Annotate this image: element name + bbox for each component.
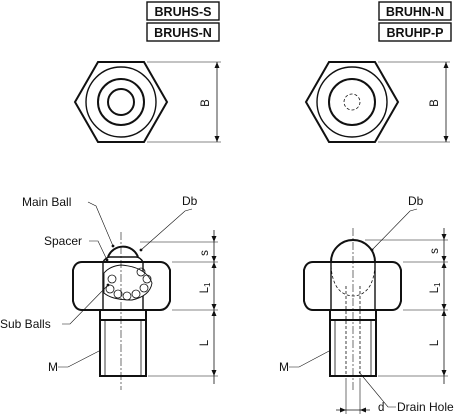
left-hex-body <box>72 261 171 311</box>
left-l-label: L <box>199 339 211 346</box>
right-drain-hole-hidden <box>343 93 361 111</box>
right-l-arrow-bottom <box>441 370 447 376</box>
right-arrow-310b <box>441 310 447 316</box>
right-l-label: L <box>429 339 441 346</box>
right-b-arrow-top <box>443 62 449 68</box>
code-box-bruhp-p <box>378 22 452 42</box>
code-box-bruhn-n <box>378 1 452 21</box>
thread-leader-right <box>289 349 332 368</box>
left-hex-outline <box>73 61 169 143</box>
left-l1-main: L <box>199 286 211 293</box>
spacer-leader-dot <box>105 258 109 262</box>
sub-ball <box>105 284 115 294</box>
left-b-arrow-bottom <box>214 136 220 142</box>
left-l1-label: L1 <box>199 282 212 293</box>
code-box-bruhs-n <box>146 22 220 42</box>
db-leader-dot <box>139 248 143 252</box>
right-d-arrow-l <box>340 407 346 413</box>
right-arrow-262b <box>441 262 447 268</box>
spacer-label: Spacer <box>44 234 82 248</box>
right-d-label: d <box>378 402 384 414</box>
left-sub-balls <box>105 267 152 301</box>
left-b-arrow-top <box>214 62 220 68</box>
code-bruhs-n: BRUHS-N <box>154 26 212 40</box>
left-hex-chamfer-circle <box>85 66 157 138</box>
left-arrow-262a <box>211 256 217 262</box>
right-b-arrow-bottom <box>443 136 449 142</box>
right-hex-body <box>303 261 402 311</box>
left-main-ball <box>107 245 139 258</box>
db-leader-right <box>371 208 418 251</box>
right-hex-chamfer-circle <box>316 66 388 138</box>
left-arrow-310b <box>211 310 217 316</box>
left-spacer <box>102 256 144 263</box>
left-top-view: B <box>73 61 221 143</box>
right-l1-label: L1 <box>429 282 442 293</box>
right-d-arrow-r <box>360 407 366 413</box>
model-code-boxes: BRUHS-S BRUHS-N BRUHN-N BRUHP-P <box>146 1 452 42</box>
sub-balls-leader-dot <box>106 283 110 287</box>
code-box-bruhs-s <box>146 1 220 21</box>
db-leader <box>140 208 193 251</box>
db-label: Db <box>182 194 198 208</box>
left-s-arrow-top <box>211 236 217 242</box>
right-arrow-310a <box>441 304 447 310</box>
left-arrow-262b <box>211 262 217 268</box>
code-bruhp-p: BRUHP-P <box>387 26 444 40</box>
db-label-right: Db <box>408 194 424 208</box>
right-top-view: B <box>304 61 450 143</box>
left-cutaway <box>103 264 153 301</box>
right-ball-circle <box>328 78 376 126</box>
sub-ball <box>139 283 149 293</box>
right-l1-main: L <box>429 286 441 293</box>
sub-ball <box>136 267 146 277</box>
right-s-arrow-top <box>441 234 447 240</box>
drain-hole-label: Drain Hole <box>397 400 454 414</box>
right-side-view: s L1 L d M Db Drain Hole <box>279 194 454 414</box>
right-b-label: B <box>429 99 441 107</box>
left-l-arrow-bottom <box>211 370 217 376</box>
right-hex-outline <box>304 61 400 143</box>
left-spacer-circle <box>97 78 145 126</box>
left-ball-circle <box>107 88 135 116</box>
sub-ball <box>107 274 117 284</box>
left-l1-sub: 1 <box>203 282 212 287</box>
sub-balls-leader <box>62 284 109 325</box>
sub-balls-label: Sub Balls <box>0 317 51 331</box>
sub-ball <box>113 289 123 299</box>
main-ball-leader-dot <box>111 244 115 248</box>
drain-hole-leader <box>358 371 396 408</box>
left-s-label: s <box>199 250 211 256</box>
sub-ball <box>142 274 152 284</box>
right-l1-sub: 1 <box>433 282 442 287</box>
db-leader-right-dot <box>370 248 374 252</box>
code-bruhn-n: BRUHN-N <box>386 5 444 19</box>
left-shank <box>99 319 147 377</box>
left-side-view: s L1 L Main Ball Spacer Sub Balls M Db <box>0 194 218 390</box>
spacer-leader <box>89 240 108 261</box>
main-ball-leader <box>87 201 114 247</box>
thread-label-right: M <box>279 360 289 374</box>
code-bruhs-s: BRUHS-S <box>155 5 212 19</box>
left-b-label: B <box>200 99 212 107</box>
right-s-label: s <box>429 248 441 254</box>
sub-ball <box>131 289 141 299</box>
right-arrow-262a <box>441 256 447 262</box>
left-arrow-310a <box>211 304 217 310</box>
thread-label: M <box>48 360 58 374</box>
thread-leader <box>58 349 102 368</box>
main-ball-label: Main Ball <box>22 195 71 209</box>
sub-ball <box>122 291 132 301</box>
